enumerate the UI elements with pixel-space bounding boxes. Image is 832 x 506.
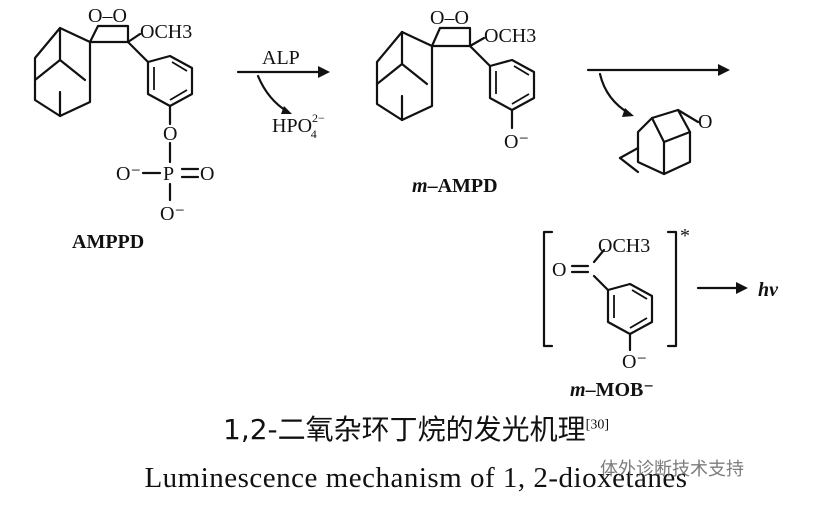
label-o-carbonyl: O xyxy=(552,259,566,281)
label-hpo4: HPO2−4 xyxy=(272,111,325,141)
label-och3-1: OCH3 xyxy=(140,21,192,43)
label-o-link: O xyxy=(163,123,177,145)
amppd-structure xyxy=(33,24,200,202)
label-o-minus-bottom: O⁻ xyxy=(160,203,185,225)
label-m-ampd: m–AMPD xyxy=(412,175,498,197)
label-p: P xyxy=(163,163,174,185)
arrow-emission xyxy=(696,282,748,294)
caption-english: Luminescence mechanism of 1, 2-dioxetane… xyxy=(144,462,688,494)
label-o-right: O xyxy=(200,163,214,185)
label-alp: ALP xyxy=(262,47,300,69)
label-excited-star: * xyxy=(680,225,690,247)
label-m-mob: m–MOB⁻ xyxy=(570,379,654,401)
label-hv: hν xyxy=(758,279,779,301)
m-ampd-structure xyxy=(375,26,536,130)
label-och3-2: OCH3 xyxy=(484,25,536,47)
label-o-minus-mid: O⁻ xyxy=(504,131,529,153)
arrow-decomposition xyxy=(586,64,730,117)
label-o-minus-mob: O⁻ xyxy=(622,351,647,373)
reference-number: [30] xyxy=(585,417,609,433)
watermark: 体外诊断技术支持 xyxy=(600,459,744,480)
label-o-minus-left: O⁻ xyxy=(116,163,141,185)
m-mob-structure xyxy=(542,230,678,352)
dioxetane-ring-1 xyxy=(88,24,130,44)
caption-chinese: 1,2-二氧杂环丁烷的发光机理[30] xyxy=(223,413,609,446)
adamantanone-structure xyxy=(618,108,700,176)
label-o-o-1: O–O xyxy=(88,5,127,27)
label-o-o-2: O–O xyxy=(430,7,469,29)
label-ketone-o: O xyxy=(698,111,712,133)
label-och3-3: OCH3 xyxy=(598,235,650,257)
arrow-alp xyxy=(236,66,330,114)
label-amppd: AMPPD xyxy=(72,231,144,253)
